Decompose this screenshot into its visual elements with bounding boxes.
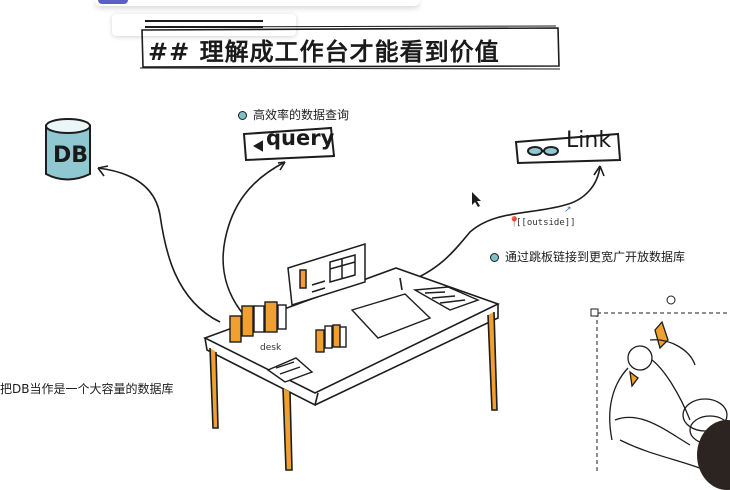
desk-label: desk	[260, 343, 282, 353]
sketch-layer	[45, 20, 730, 473]
query-caption-text: 高效率的数据查询	[253, 108, 350, 122]
title-frame	[139, 25, 561, 70]
db-cylinder-icon	[45, 118, 91, 181]
toolbar-accent	[98, 0, 128, 4]
mouse-cursor-icon	[472, 192, 481, 207]
monitor-sketch	[287, 242, 366, 306]
link-box-icon	[514, 132, 622, 165]
book-stack-right	[315, 324, 347, 353]
page-title: ## 理解成工作台才能看到价值	[148, 38, 500, 66]
teal-bullet-icon	[490, 253, 499, 262]
toolcard-lines	[145, 20, 263, 28]
outside-link[interactable]: [[outside]]	[516, 218, 576, 228]
db-label[interactable]: DB	[53, 143, 89, 168]
person-sketch	[609, 320, 730, 471]
link-caption-text: 通过跳板链接到更宽广开放数据库	[505, 250, 686, 264]
desk-sketch	[202, 267, 501, 471]
book-stack-left	[229, 301, 287, 343]
db-caption: 把DB当作是一个大容量的数据库	[0, 382, 174, 396]
query-label[interactable]: query	[266, 126, 335, 150]
location-pin-icon: 📍	[508, 217, 521, 228]
open-book	[412, 286, 480, 311]
paper-sheet	[350, 293, 432, 339]
link-label[interactable]: Link	[566, 128, 612, 153]
query-box-icon	[242, 126, 336, 162]
link-caption: 通过跳板链接到更宽广开放数据库	[490, 248, 685, 265]
external-link-icon[interactable]: ↗	[564, 205, 572, 215]
selection-frame	[590, 295, 730, 473]
query-caption: 高效率的数据查询	[238, 106, 349, 123]
teal-bullet-icon	[238, 111, 247, 120]
open-book-front	[266, 357, 314, 383]
top-toolbar[interactable]	[95, 0, 420, 6]
